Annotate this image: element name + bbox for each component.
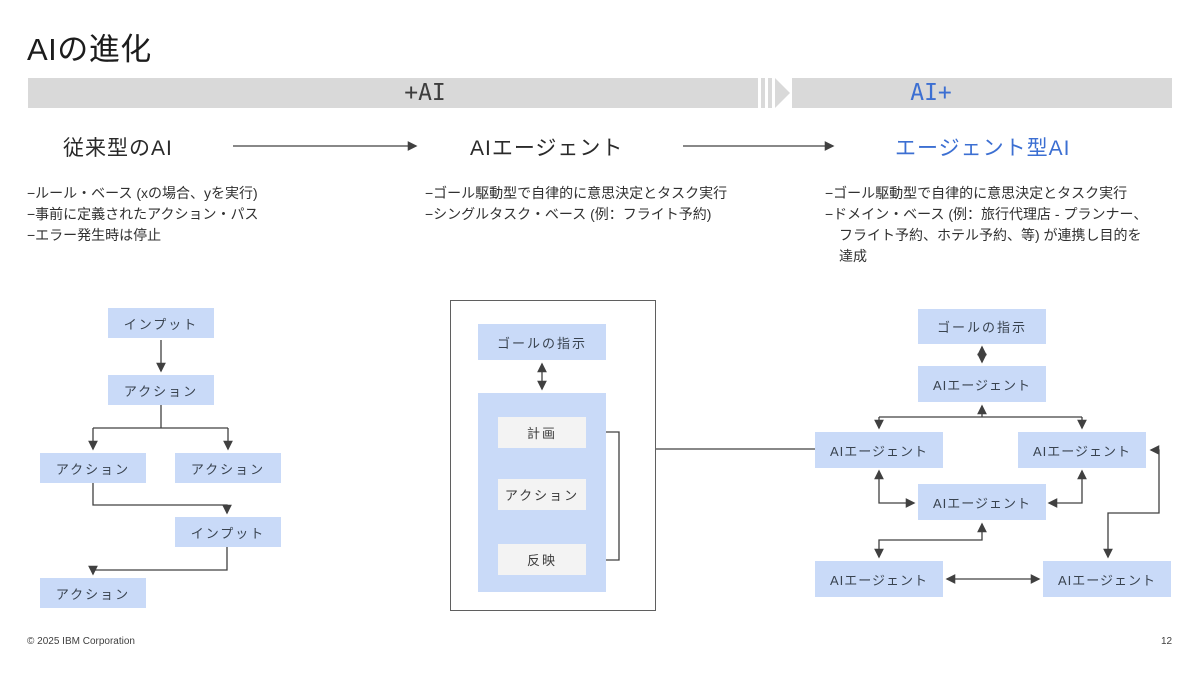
bullet: 達成 — [825, 248, 867, 264]
bullet: −ゴール駆動型で自律的に意思決定とタスク実行 — [825, 185, 1128, 201]
node-ai-agent: AIエージェント — [918, 366, 1046, 402]
bullets-agentic: −ゴール駆動型で自律的に意思決定とタスク実行 −ドメイン・ベース (例：旅行代理… — [825, 183, 1195, 267]
transition-chevron-icon — [775, 78, 790, 108]
banner-left-label: +AI — [404, 80, 446, 106]
page-title: AIの進化 — [27, 32, 152, 67]
node-ai-agent: AIエージェント — [1043, 561, 1171, 597]
stage-heading-traditional: 従来型のAI — [63, 137, 173, 160]
bullet: −エラー発生時は停止 — [27, 227, 162, 243]
bullet: −シングルタスク・ベース (例：フライト予約) — [425, 206, 712, 222]
bullet: −ルール・ベース (xの場合、yを実行) — [27, 185, 258, 201]
bullet: −事前に定義されたアクション・パス — [27, 206, 259, 222]
node-ai-agent: AIエージェント — [815, 561, 943, 597]
node-action: アクション — [40, 453, 146, 483]
bullet: −ドメイン・ベース (例：旅行代理店 - プランナー、 — [825, 206, 1148, 222]
banner-right-label: AI+ — [910, 80, 952, 106]
node-reflect: 反映 — [498, 544, 586, 575]
transition-chevron-icon — [761, 78, 765, 108]
node-goal-instruction: ゴールの指示 — [918, 309, 1046, 344]
transition-chevron-icon — [768, 78, 772, 108]
banner-plus-ai-bar: +AI — [28, 78, 758, 108]
node-plan: 計画 — [498, 417, 586, 448]
node-ai-agent: AIエージェント — [918, 484, 1046, 520]
node-action: アクション — [175, 453, 281, 483]
node-ai-agent: AIエージェント — [815, 432, 943, 468]
node-action: アクション — [40, 578, 146, 608]
node-input: インプット — [175, 517, 281, 547]
node-ai-agent: AIエージェント — [1018, 432, 1146, 468]
copyright-notice: © 2025 IBM Corporation — [27, 636, 135, 647]
bullet: フライト予約、ホテル予約、等) が連携し目的を — [825, 227, 1142, 243]
banner-ai-plus-bar: AI+ — [792, 78, 1172, 108]
stage-heading-agentic: エージェント型AI — [895, 137, 1071, 160]
node-action: アクション — [108, 375, 214, 405]
node-action-step: アクション — [498, 479, 586, 510]
bullets-agent: −ゴール駆動型で自律的に意思決定とタスク実行 −シングルタスク・ベース (例：フ… — [425, 183, 820, 225]
bullets-traditional: −ルール・ベース (xの場合、yを実行) −事前に定義されたアクション・パス −… — [27, 183, 422, 246]
node-goal-instruction: ゴールの指示 — [478, 324, 606, 360]
node-input: インプット — [108, 308, 214, 338]
bullet: −ゴール駆動型で自律的に意思決定とタスク実行 — [425, 185, 728, 201]
agent-diagram-frame — [450, 300, 656, 611]
stage-heading-agent: AIエージェント — [470, 137, 624, 160]
page-number: 12 — [1161, 636, 1173, 647]
